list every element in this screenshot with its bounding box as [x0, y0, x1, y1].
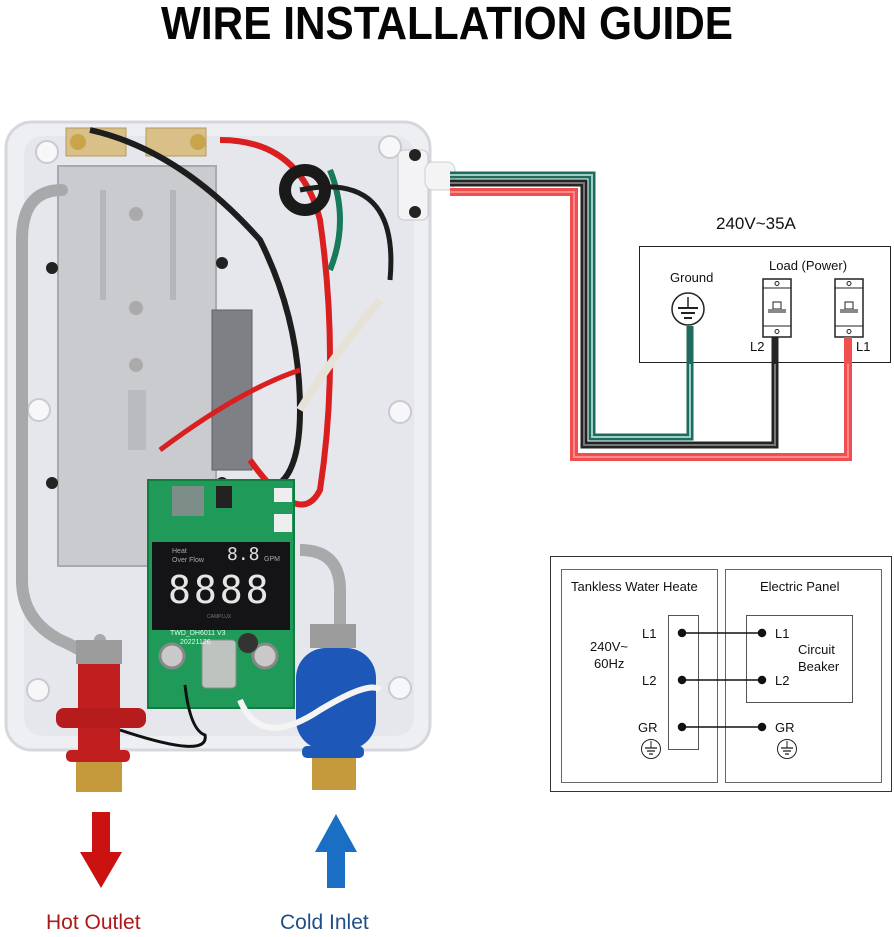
- display-flow-digits: 8.8: [227, 544, 260, 565]
- display-flow-unit: GPM: [264, 556, 280, 563]
- cold-inlet-arrow-icon: [315, 814, 357, 888]
- thermal-cutoff: [211, 309, 253, 471]
- sensor-wire: [296, 297, 384, 413]
- voltage-line1: 240V~: [590, 639, 628, 654]
- block-screw: [129, 358, 143, 372]
- heater-box: Tankless Water Heate 240V~ 60Hz L1 L2 GR: [561, 569, 718, 783]
- ground-wire-highlight: [450, 174, 691, 438]
- heater-photo: [4, 120, 456, 792]
- block-screw: [129, 301, 143, 315]
- thermistor-wire: [119, 684, 207, 748]
- led-display: [152, 542, 290, 630]
- display-main-digits: 8888: [168, 568, 272, 612]
- wiring-schematic: Tankless Water Heate 240V~ 60Hz L1 L2 GR…: [550, 556, 892, 792]
- panel-box: Electric Panel L1 L2 GR Circuit Beaker: [725, 569, 882, 783]
- cold-nut: [310, 624, 356, 648]
- l1-wire-highlight: [450, 191, 849, 458]
- black-wire: [89, 127, 304, 493]
- panel-rating: 240V~35A: [716, 214, 796, 233]
- hot-outlet-arrow-icon: [80, 812, 122, 888]
- hot-brass-thread: [76, 762, 122, 792]
- current-sensor-ring: [279, 164, 331, 216]
- heater-terminal-gr: GR: [638, 720, 658, 735]
- heater-ground-icon: [641, 739, 661, 759]
- breaker-label-line2: Beaker: [798, 659, 840, 674]
- block-screw: [129, 207, 143, 221]
- breaker-l1-label: L1: [856, 339, 871, 354]
- cold-brass-thread: [312, 758, 356, 790]
- breaker-label-line1: Circuit: [798, 642, 835, 657]
- l2-wire-highlight: [450, 182, 776, 446]
- panel-terminal-l2: L2: [775, 673, 790, 688]
- panel-wire-stubs: [686, 326, 852, 364]
- sensor-ribbon-cable: [237, 684, 383, 731]
- heater-box-title: Tankless Water Heate: [571, 579, 698, 594]
- button-right: [251, 642, 279, 670]
- display-heat-indicator: Heat: [172, 548, 187, 555]
- heater-terminal-l2: L2: [642, 673, 657, 688]
- hot-nut: [76, 640, 122, 664]
- ground-label: Ground: [670, 270, 714, 285]
- supply-cable: [450, 171, 852, 461]
- display-panel: Heat Over Flow 8.8 GPM 8888 CAMPLUX: [152, 542, 290, 630]
- red-wire: [158, 367, 301, 453]
- heater-terminal-l1: L1: [642, 626, 657, 641]
- page-title: WIRE INSTALLATION GUIDE: [160, 0, 734, 49]
- hot-outlet-label: Hot Outlet: [46, 911, 141, 934]
- button-left: [158, 642, 186, 670]
- load-label: Load (Power): [769, 258, 848, 273]
- green-wire: [327, 168, 343, 272]
- red-wire: [219, 137, 333, 508]
- board-model: TWD_DH6011 V3: [170, 630, 226, 637]
- voltage-line2: 60Hz: [594, 656, 625, 671]
- breaker-l1[interactable]: [834, 278, 864, 338]
- panel-ground-icon: [777, 739, 797, 759]
- board-date: 20221126: [180, 639, 211, 646]
- heater-terminal-strip: [668, 615, 699, 750]
- panel-terminal-gr: GR: [775, 720, 795, 735]
- display-overflow-indicator: Over Flow: [172, 557, 204, 564]
- panel-terminal-l1: L1: [775, 626, 790, 641]
- panel-box-title: Electric Panel: [760, 579, 840, 594]
- schematic-connections: [677, 628, 767, 732]
- cold-water-pipe: [299, 544, 346, 630]
- ground-symbol-icon: [671, 292, 705, 326]
- circuit-breaker-box: [746, 615, 853, 703]
- cold-inlet-label: Cold Inlet: [280, 911, 369, 934]
- button-center: [201, 639, 237, 689]
- display-brand: CAMPLUX: [207, 614, 232, 620]
- breaker-l2-label: L2: [750, 339, 765, 354]
